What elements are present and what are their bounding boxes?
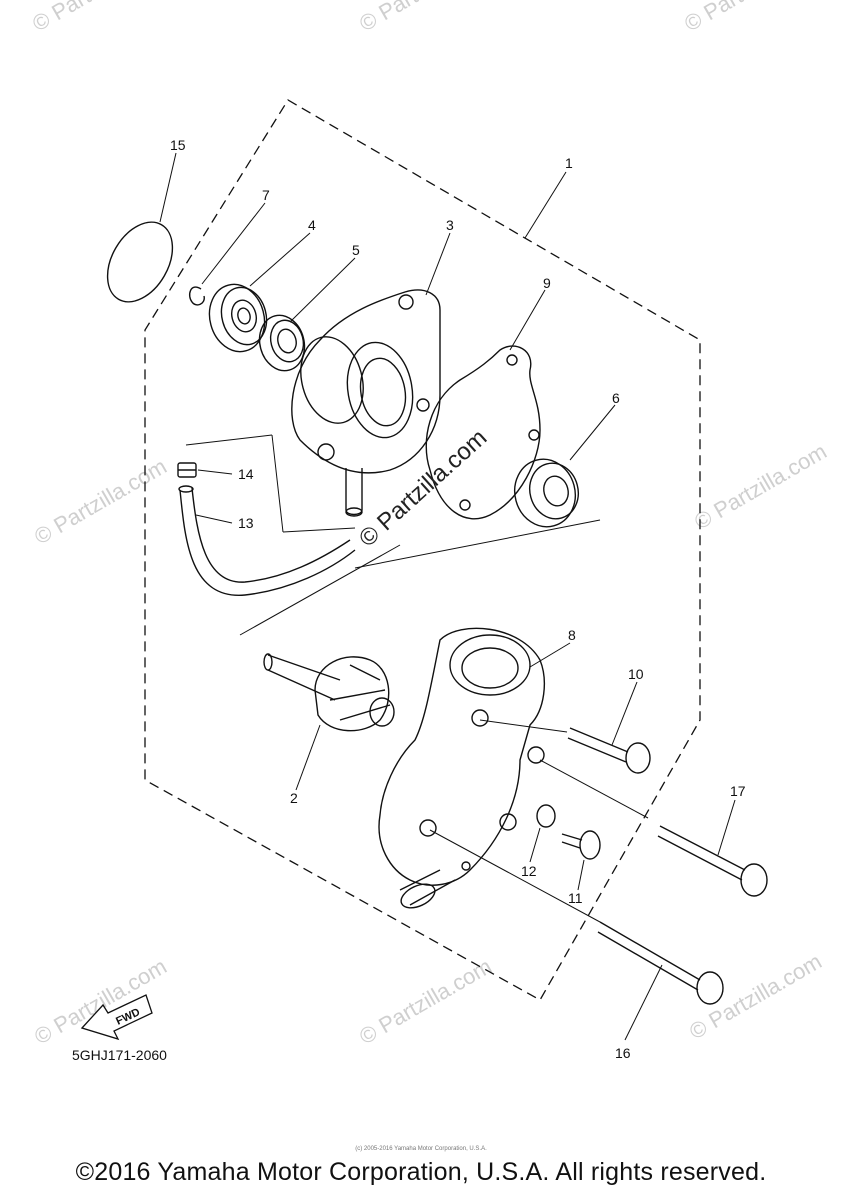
gasket-part: [425, 345, 541, 520]
callout-7: 7: [262, 187, 270, 203]
oil-seal-part: [258, 314, 306, 372]
callout-8: 8: [568, 627, 576, 643]
callout-labels: 15 7 4 5 3 1 9 6 14 13 8 10 17 2 12 11 1…: [170, 137, 746, 1061]
watermark: © Partzilla.com: [28, 0, 169, 36]
callout-4: 4: [308, 217, 316, 233]
watermark-layer: © Partzilla.com © Partzilla.com © Partzi…: [28, 0, 831, 1049]
impeller-part: [263, 653, 395, 732]
pump-cover-part: [378, 627, 545, 909]
callout-10: 10: [628, 666, 644, 682]
callout-11: 11: [568, 890, 583, 906]
callout-12: 12: [521, 863, 537, 879]
circlip-part: [189, 286, 205, 306]
callout-3: 3: [446, 217, 454, 233]
callout-14: 14: [238, 466, 254, 482]
watermark: © Partzilla.com: [355, 954, 496, 1050]
assembly-boundary: [144, 99, 701, 1001]
hose-part: [178, 485, 356, 596]
alignment-lines: [185, 434, 649, 923]
callout-16: 16: [615, 1045, 631, 1061]
medium-bolt-part: [567, 727, 651, 774]
bearing-part: [208, 283, 268, 353]
watermark: © Partzilla.com: [685, 949, 826, 1045]
callout-15: 15: [170, 137, 186, 153]
leader-lines: [159, 152, 736, 1041]
callout-5: 5: [352, 242, 360, 258]
watermark: © Partzilla.com: [30, 454, 171, 550]
o-ring-part: [106, 221, 174, 303]
watermark: © Partzilla.com: [355, 0, 496, 36]
callout-17: 17: [730, 783, 746, 799]
long-bolt-2-part: [597, 921, 724, 1005]
pump-housing-part: [291, 289, 441, 517]
callout-6: 6: [612, 390, 620, 406]
fineprint: (c) 2005-2016 Yamaha Motor Corporation, …: [355, 1146, 487, 1152]
watermark: © Partzilla.com: [30, 954, 171, 1050]
copyright-footer: ©2016 Yamaha Motor Corporation, U.S.A. A…: [75, 1158, 767, 1186]
washer-part: [536, 804, 556, 828]
oil-seal-2-part: [514, 458, 579, 528]
long-bolt-part: [657, 825, 768, 897]
diagram-code: 5GHJ171-2060: [72, 1047, 167, 1063]
watermark: © Partzilla.com: [680, 0, 821, 36]
callout-9: 9: [543, 275, 551, 291]
callout-2: 2: [290, 790, 298, 806]
callout-13: 13: [238, 515, 254, 531]
short-bolt-part: [561, 830, 601, 860]
callout-1: 1: [565, 155, 573, 171]
watermark-center: © Partzilla.com: [354, 424, 492, 552]
watermark: © Partzilla.com: [690, 439, 831, 535]
clamp-part: [177, 462, 197, 478]
